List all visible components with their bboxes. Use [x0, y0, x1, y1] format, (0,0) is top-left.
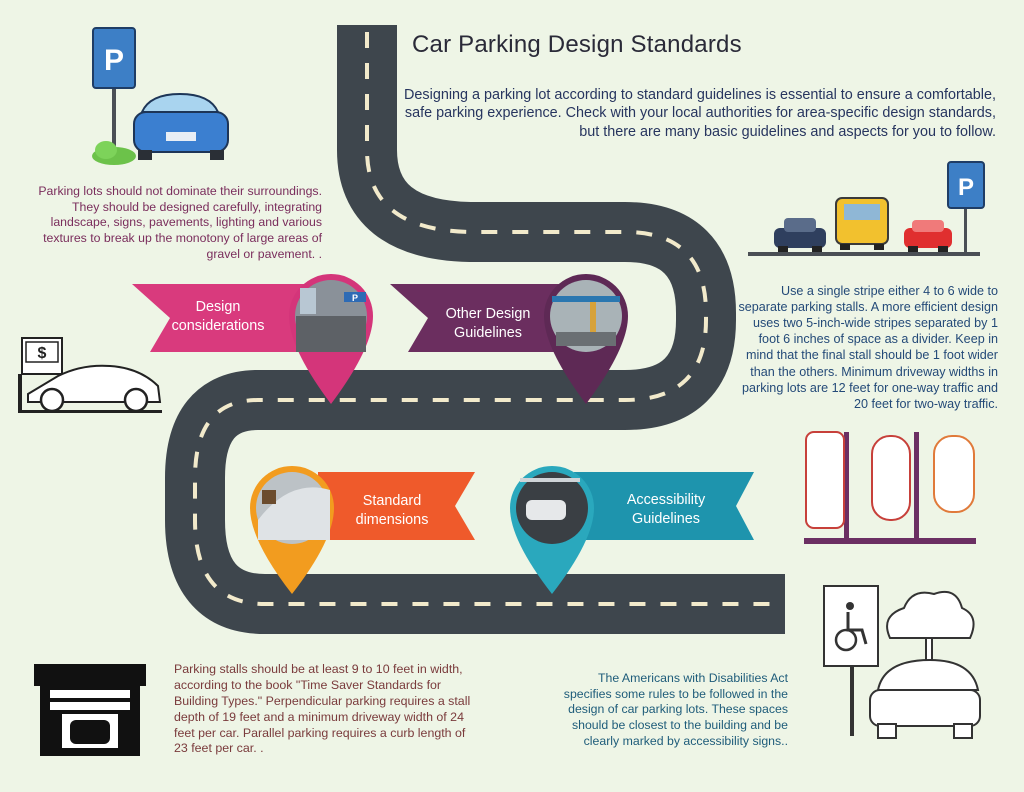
parking-sign-icon: [92, 27, 136, 162]
garage-icon: [34, 664, 146, 756]
parking-row-icon: [748, 161, 985, 256]
car-icon: [869, 658, 981, 739]
money-sign-letter: $: [38, 345, 47, 362]
ribbon-accessibility-guidelines: [574, 472, 754, 540]
ribbon-standard-dimensions: [318, 472, 475, 540]
intro-text: Designing a parking lot according to sta…: [404, 87, 996, 140]
map-pin-icon: [250, 466, 334, 594]
standard-dimensions-text: Parking stalls should be at least 9 to 1…: [174, 662, 471, 756]
winding-road: [165, 25, 785, 634]
ribbon-design-considerations: [132, 284, 312, 352]
ribbon-other-design-guidelines: [390, 284, 572, 352]
wheelchair-icon: [823, 585, 879, 736]
label-design-considerations: Design considerations: [171, 299, 265, 334]
parking-sign-letter: P: [104, 44, 124, 77]
car-icon: [774, 218, 826, 252]
map-pin-icon: [510, 466, 594, 594]
car-icon: [27, 364, 162, 413]
tree-icon: [886, 590, 975, 663]
label-accessibility-guidelines: Accessibility Guidelines: [626, 492, 706, 527]
parking-sign-letter: P: [958, 174, 974, 201]
money-sign-icon: [18, 337, 162, 413]
parking-sign-letter: P: [352, 293, 358, 303]
car-icon: [133, 92, 229, 160]
parking-stall-diagram: [804, 431, 976, 544]
map-pin-icon: [544, 274, 628, 404]
design-considerations-text: Parking lots should not dominate their s…: [38, 184, 322, 261]
map-pin-icon: [289, 274, 373, 404]
taxi-icon: [835, 197, 889, 250]
label-other-design-guidelines: Other Design Guidelines: [445, 306, 531, 341]
page-title: Car Parking Design Standards: [412, 31, 742, 58]
bush-icon: [92, 141, 136, 165]
label-standard-dimensions: Standard dimensions: [355, 493, 429, 528]
other-design-guidelines-text: Use a single stripe either 4 to 6 wide t…: [738, 284, 999, 411]
accessibility-guidelines-text: The Americans with Disabilities Act spec…: [563, 671, 788, 748]
car-icon: [904, 220, 952, 252]
